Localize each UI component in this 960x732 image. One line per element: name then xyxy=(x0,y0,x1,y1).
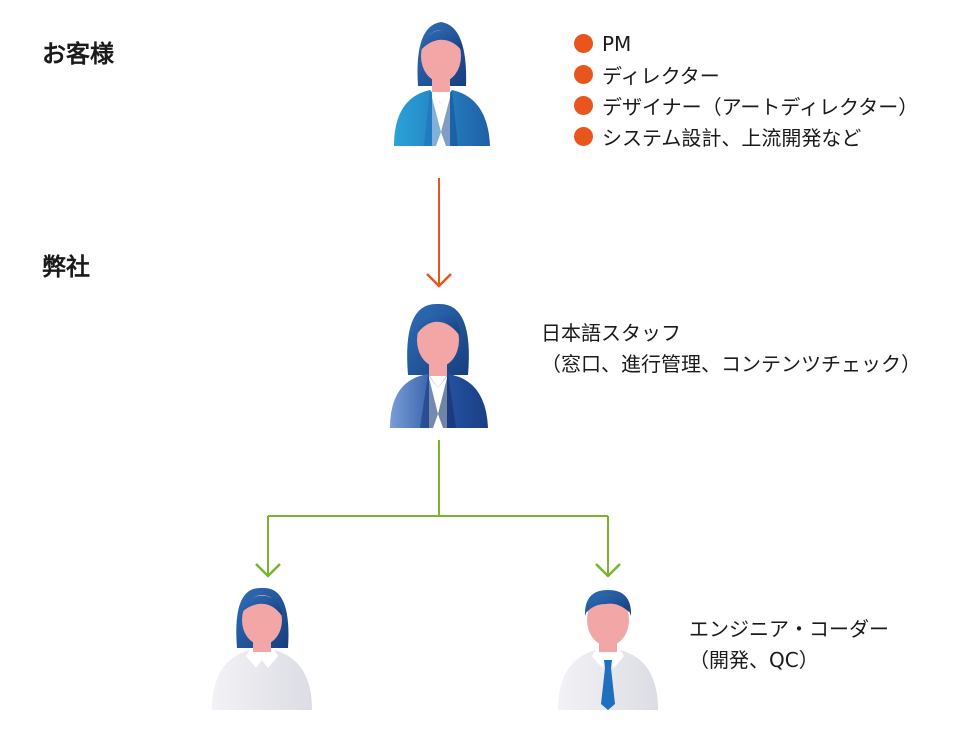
engineer-duties: （開発、QC） xyxy=(689,648,819,672)
role-item: システム設計、上流開発など xyxy=(574,121,918,152)
engineer-woman-icon xyxy=(212,587,312,710)
bullet-dot-icon xyxy=(574,65,593,84)
bullet-dot-icon xyxy=(574,34,593,53)
japanese-staff-title: 日本語スタッフ xyxy=(541,321,681,345)
role-item-label: システム設計、上流開発など xyxy=(602,126,862,150)
japanese-staff-person-icon xyxy=(390,303,488,428)
arrow-client-to-staff xyxy=(426,178,452,288)
japanese-staff-description: 日本語スタッフ （窓口、進行管理、コンテンツチェック） xyxy=(541,318,921,380)
section-label-client: お客様 xyxy=(42,40,114,68)
arrow-staff-to-engineers xyxy=(255,440,621,578)
client-person-icon xyxy=(394,22,490,146)
role-item-label: PM xyxy=(602,31,632,56)
japanese-staff-duties: （窓口、進行管理、コンテンツチェック） xyxy=(541,352,921,376)
engineer-title: エンジニア・コーダー xyxy=(689,617,889,641)
bullet-dot-icon xyxy=(574,96,593,115)
client-role-list: PM ディレクター デザイナー（アートディレクター） システム設計、上流開発など xyxy=(574,28,918,152)
role-item: PM xyxy=(574,28,918,59)
bullet-dot-icon xyxy=(574,127,593,146)
role-item: デザイナー（アートディレクター） xyxy=(574,90,918,121)
role-item: ディレクター xyxy=(574,59,918,90)
role-item-label: デザイナー（アートディレクター） xyxy=(602,95,919,119)
role-item-label: ディレクター xyxy=(602,64,720,88)
section-label-company: 弊社 xyxy=(42,253,90,281)
engineer-description: エンジニア・コーダー （開発、QC） xyxy=(689,614,889,676)
engineer-man-icon xyxy=(558,590,658,710)
